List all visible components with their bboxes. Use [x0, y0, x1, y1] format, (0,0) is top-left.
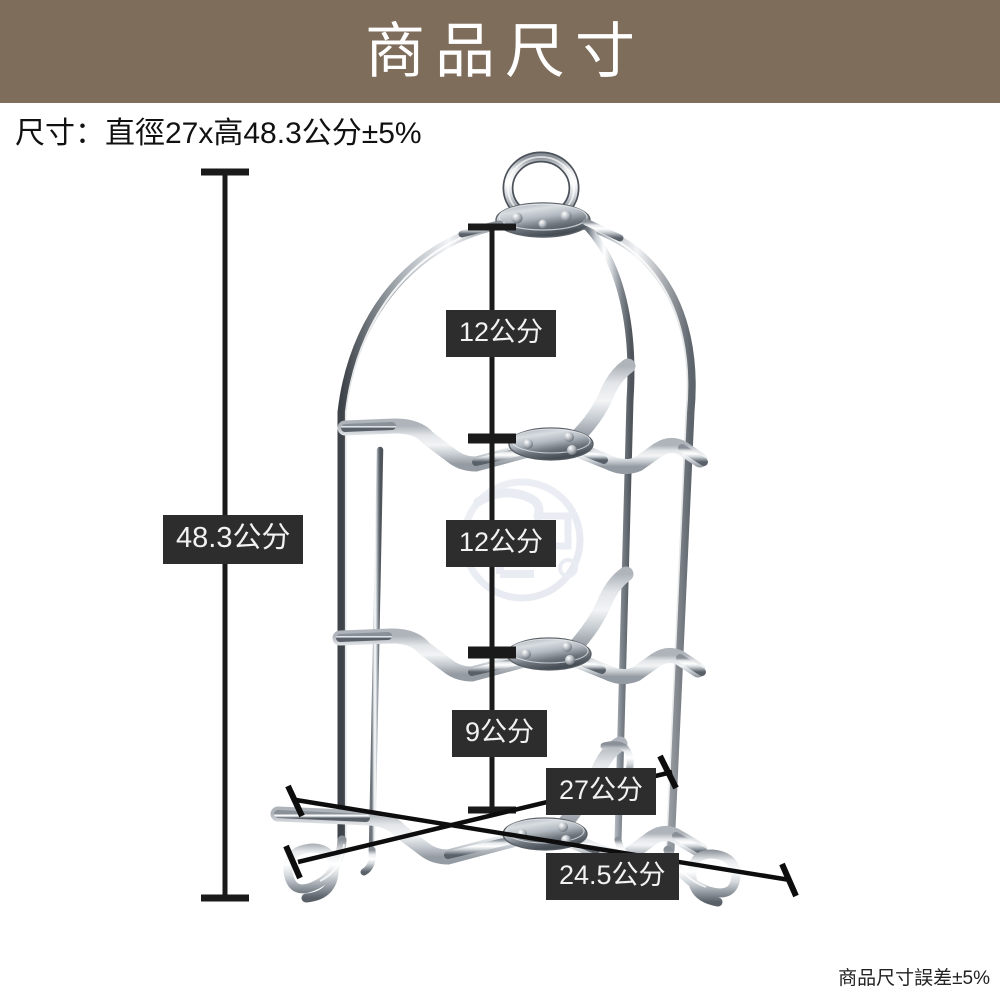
size-summary-text: 尺寸：直徑27x高48.3公分±5%	[15, 117, 422, 150]
page-header-banner: 商品尺寸	[0, 0, 1000, 103]
hub-plate-tier-3	[506, 637, 592, 671]
tier-arm-2	[337, 358, 708, 475]
dimension-label-tier-gap-3: 9公分	[452, 710, 548, 757]
hub-plate-tier-2	[508, 427, 594, 461]
rivet	[562, 642, 572, 652]
rivet	[521, 649, 531, 659]
product-illustration	[201, 151, 799, 907]
dimension-label-base-width: 24.5公分	[546, 853, 679, 900]
product-dimension-diagram: 48.3公分 12公分 12公分 9公分 27公分 24.5公分	[0, 150, 1000, 940]
page-title: 商品尺寸	[365, 17, 645, 85]
rivet	[565, 655, 575, 665]
rivet	[523, 439, 533, 449]
dimension-label-total-height: 48.3公分	[163, 515, 304, 564]
dimension-label-tier-gap-1: 12公分	[446, 310, 557, 357]
hub-plate-top	[495, 202, 591, 238]
tolerance-footnote: 商品尺寸誤差±5%	[838, 968, 990, 989]
dimension-label-base-diameter: 27公分	[546, 768, 657, 815]
rivet	[538, 219, 548, 229]
tier-arm-3	[332, 566, 706, 685]
rivet	[511, 212, 523, 224]
rivet	[560, 210, 572, 222]
dimension-line-base-width	[285, 784, 799, 898]
rivet	[558, 822, 568, 832]
rivet	[567, 445, 577, 455]
dimension-label-tier-gap-2: 12公分	[446, 520, 557, 567]
rivet	[564, 432, 574, 442]
